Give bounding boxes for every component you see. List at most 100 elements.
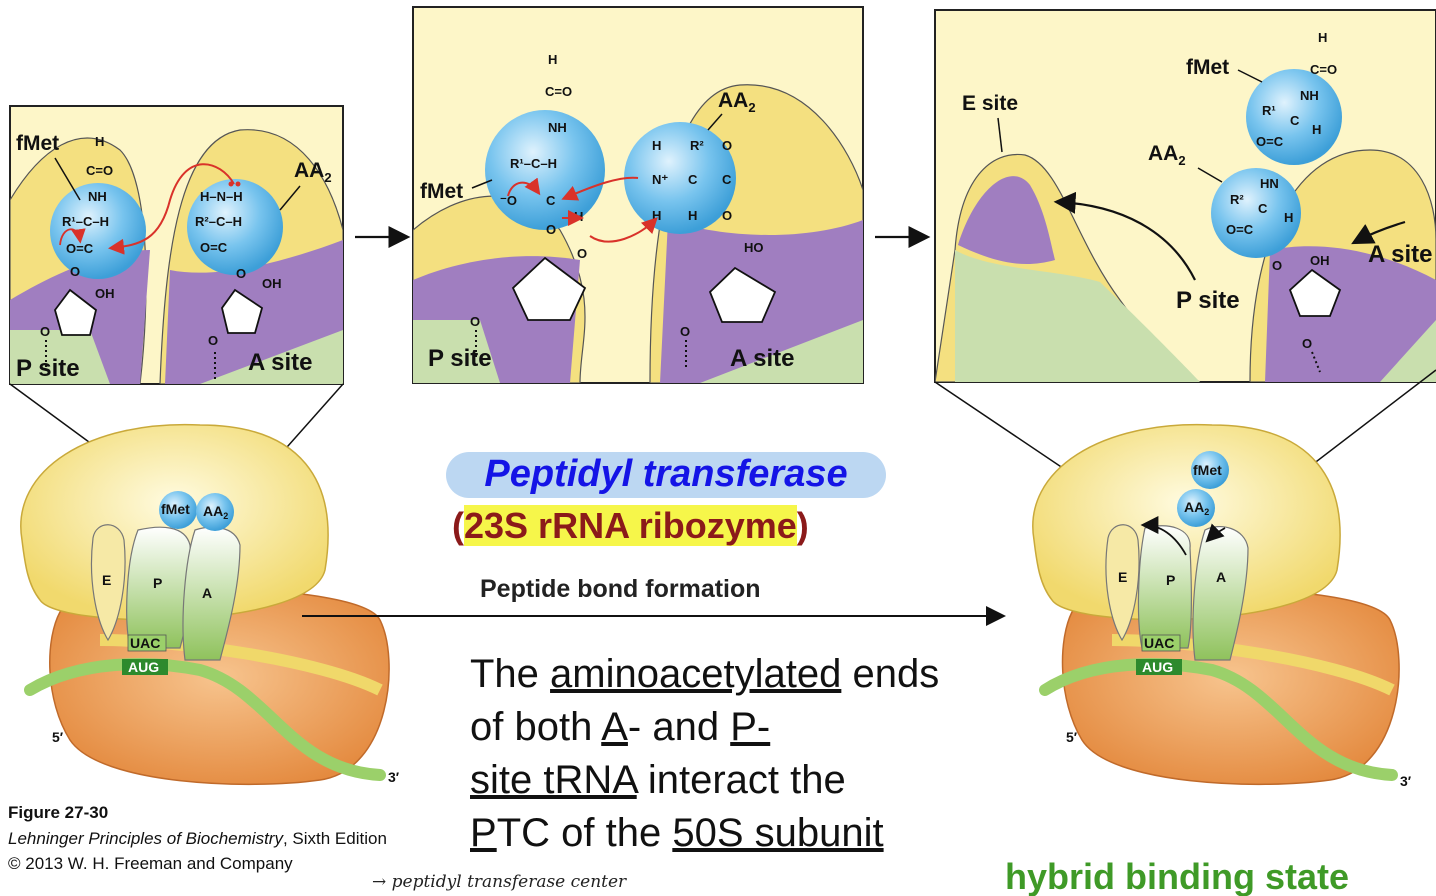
atom-label: R² <box>1230 192 1244 207</box>
atom-label: H <box>1312 122 1321 137</box>
atom-label: R¹–C–H <box>62 214 109 229</box>
e-site-mini: E <box>1118 569 1127 585</box>
atom-label: O=C <box>200 240 228 255</box>
handwritten-note: → peptidyl transferase center <box>372 872 627 892</box>
atom-label: O <box>1302 336 1312 351</box>
e-site-label: E site <box>962 92 1018 115</box>
five-prime-label: 5′ <box>1066 729 1078 745</box>
atom-label: H <box>1318 30 1327 45</box>
aa2-label: AA2 <box>294 159 332 185</box>
atom-label: O <box>680 324 690 339</box>
figure-copyright: © 2013 W. H. Freeman and Company <box>8 854 293 873</box>
atom-label: C <box>1290 113 1300 128</box>
atom-label: C <box>1258 201 1268 216</box>
anticodon-label: UAC <box>1144 635 1174 651</box>
right-panel: H C=O NH R¹ C H O=C HN R² C H O=C O OH O… <box>934 9 1436 383</box>
atom-label: HO <box>744 240 764 255</box>
atom-label: O=C <box>66 241 94 256</box>
atom-label: O <box>722 208 732 223</box>
atom-label: O <box>722 138 732 153</box>
atom-label: C <box>546 193 556 208</box>
e-site-mini: E <box>102 572 111 588</box>
a-site-label: A site <box>1368 241 1432 268</box>
atom-label: NH <box>548 120 567 135</box>
atom-label: OH <box>262 276 282 291</box>
atom-label: NH <box>1300 88 1319 103</box>
atom-label: HN <box>1260 176 1279 191</box>
atom-label: C <box>688 172 698 187</box>
three-prime-label: 3′ <box>388 769 400 785</box>
middle-panel: H C=O NH R¹–C–H ⁻O C O H H R² O N⁺ C C H… <box>412 6 864 384</box>
atom-label: H <box>652 138 661 153</box>
atom-label: O=C <box>1256 134 1284 149</box>
atom-label: O=C <box>1226 222 1254 237</box>
figure-number: Figure 27-30 <box>8 803 109 822</box>
fmet-sphere <box>1246 69 1342 165</box>
a-site-label: A site <box>248 349 312 376</box>
ribosome-left: UAC AUG fMet AA2 E P A 5′ 3′ <box>20 423 400 786</box>
atom-label: O <box>470 314 480 329</box>
fmet-label: fMet <box>420 180 463 203</box>
codon-label: AUG <box>1142 659 1173 675</box>
aa2-label: AA2 <box>718 89 756 115</box>
aa2-mini-label: AA2 <box>203 503 228 521</box>
atom-label: R² <box>690 138 704 153</box>
atom-label: R¹–C–H <box>510 156 557 171</box>
atom-label: H–N–H <box>200 189 243 204</box>
hybrid-state-label: hybrid binding state <box>1005 856 1350 896</box>
aa2-sphere <box>624 122 736 234</box>
aa2-sphere <box>1211 168 1301 258</box>
atom-label: O <box>236 266 246 281</box>
fmet-label: fMet <box>1186 56 1229 79</box>
atom-label: O <box>70 264 80 279</box>
figure-source: Lehninger Principles of Biochemistry, Si… <box>8 829 387 848</box>
ribozyme-subtitle: (23S rRNA ribozyme) <box>452 505 809 546</box>
a-site-mini: A <box>1216 569 1226 585</box>
atom-label: H <box>652 208 661 223</box>
a-site-mini: A <box>202 585 212 601</box>
peptidyl-transferase-title: Peptidyl transferase <box>446 452 886 498</box>
atom-label: ⁻O <box>500 193 517 208</box>
p-site-mini: P <box>1166 572 1175 588</box>
atom-label: H <box>1284 210 1293 225</box>
atom-label: O <box>577 246 587 261</box>
aa2-label: AA2 <box>1148 142 1186 168</box>
atom-label: H <box>548 52 557 67</box>
p-site-label: P site <box>1176 287 1240 314</box>
atom-label: C=O <box>86 163 113 178</box>
three-prime-label: 3′ <box>1400 773 1412 789</box>
atom-label: C=O <box>1310 62 1337 77</box>
atom-label: NH <box>88 189 107 204</box>
codon-label: AUG <box>128 659 159 675</box>
peptide-bond-label: Peptide bond formation <box>480 575 761 603</box>
atom-label: O <box>546 222 556 237</box>
atom-label: N⁺ <box>652 172 668 187</box>
aa2-mini-label: AA2 <box>1184 499 1209 517</box>
left-panel: H C=O NH R¹–C–H O=C O H–N–H R²–C–H O=C O… <box>9 105 344 385</box>
atom-label: O <box>1272 258 1282 273</box>
fmet-label: fMet <box>16 132 59 155</box>
p-site-label: P site <box>428 345 492 372</box>
ribosome-right: UAC AUG fMet AA2 E P A 5′ 3′ <box>1032 423 1412 789</box>
fmet-sphere <box>50 183 146 279</box>
atom-label: H <box>688 208 697 223</box>
a-site-label: A site <box>730 345 794 372</box>
atom-label: OH <box>1310 253 1330 268</box>
atom-label: OH <box>95 286 115 301</box>
atom-label: R²–C–H <box>195 214 242 229</box>
atom-label: R¹ <box>1262 103 1276 118</box>
fmet-mini-label: fMet <box>161 501 190 517</box>
p-site-mini: P <box>153 575 162 591</box>
fmet-mini-label: fMet <box>1193 462 1222 478</box>
aa2-sphere <box>187 179 283 275</box>
atom-label: C=O <box>545 84 572 99</box>
anticodon-label: UAC <box>130 635 160 651</box>
atom-label: O <box>208 333 218 348</box>
p-site-label: P site <box>16 355 80 382</box>
atom-label: H <box>574 209 583 224</box>
explanation-text: The aminoacetylated ends of both A- and … <box>470 652 940 855</box>
atom-label: C <box>722 172 732 187</box>
five-prime-label: 5′ <box>52 729 64 745</box>
